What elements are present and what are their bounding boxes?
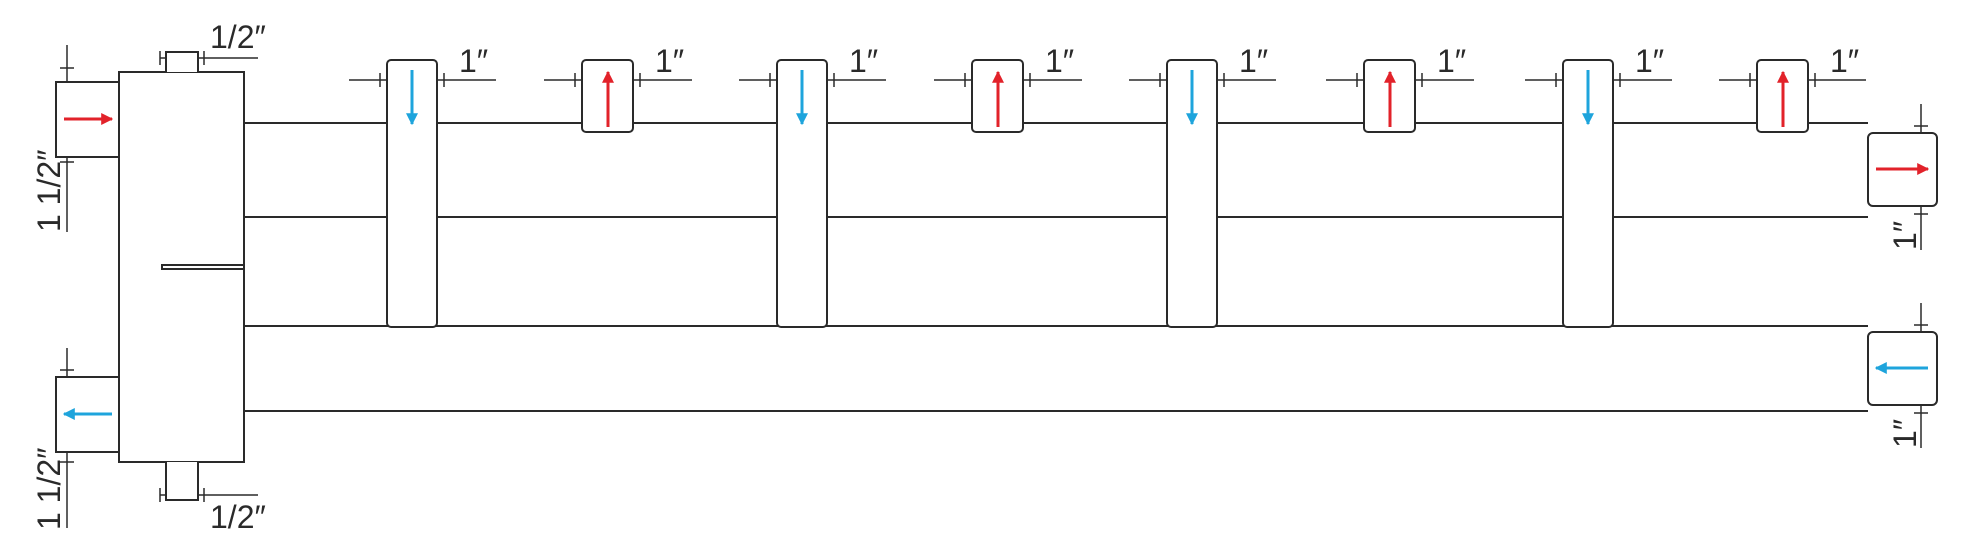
- circuit-4-return-connector: [1562, 59, 1614, 328]
- separator-top-label: 1/2″: [210, 19, 266, 55]
- circuit-4-return-label: 1″: [1635, 43, 1664, 79]
- outlet-right-hot-label: 1″: [1887, 221, 1923, 250]
- circuit-2-supply-label: 1″: [1045, 43, 1074, 79]
- outlet-right-cold-label: 1″: [1887, 419, 1923, 448]
- outlet-left-label: 1 1/2″: [31, 448, 67, 531]
- separator-top-stub: [165, 51, 199, 72]
- circuit-1-supply-label: 1″: [655, 43, 684, 79]
- circuit-1-return-label: 1″: [459, 43, 488, 79]
- inlet-left-label: 1 1/2″: [31, 150, 67, 233]
- separator-bottom-stub: [165, 462, 199, 501]
- circuit-3-return-connector: [1166, 59, 1218, 328]
- circuit-2-return-label: 1″: [849, 43, 878, 79]
- hydraulic-separator: [118, 71, 245, 463]
- circuit-4-supply-label: 1″: [1830, 43, 1859, 79]
- circuit-3-supply-label: 1″: [1437, 43, 1466, 79]
- circuit-2-return-connector: [776, 59, 828, 328]
- separator-bottom-label: 1/2″: [210, 499, 266, 535]
- dimension-lines: [60, 45, 1928, 528]
- circuit-3-return-label: 1″: [1239, 43, 1268, 79]
- separator-baffle: [161, 264, 245, 270]
- circuit-1-return-connector: [386, 59, 438, 328]
